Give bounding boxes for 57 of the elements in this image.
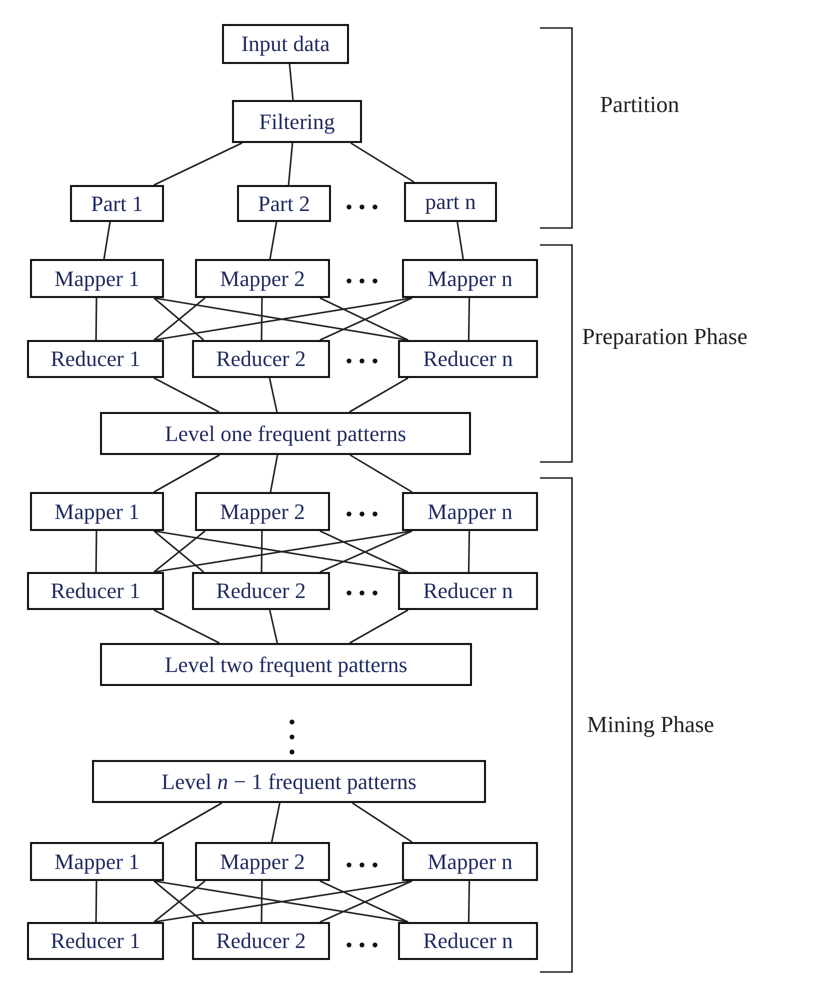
process-box: Mapper n bbox=[402, 259, 538, 298]
connector-line bbox=[154, 377, 220, 413]
process-box: Part 1 bbox=[70, 185, 164, 222]
process-box: Mapper 2 bbox=[195, 259, 330, 298]
connector-line bbox=[103, 222, 111, 260]
process-box: Reducer 1 bbox=[27, 572, 164, 610]
connector-line bbox=[350, 454, 412, 493]
connector-line bbox=[154, 454, 220, 493]
connector-line bbox=[260, 531, 263, 572]
phase-label: Mining Phase bbox=[587, 712, 714, 738]
process-box: Level n − 1 frequent patterns bbox=[92, 760, 486, 803]
process-box: Reducer n bbox=[398, 922, 538, 960]
connector-line bbox=[270, 454, 278, 492]
connector-line bbox=[260, 881, 263, 922]
process-box: Reducer n bbox=[398, 572, 538, 610]
phase-label: Partition bbox=[600, 92, 680, 118]
connector-line bbox=[468, 298, 470, 340]
connector-line bbox=[154, 802, 222, 843]
process-box: Part 2 bbox=[237, 185, 331, 222]
process-box: Mapper 1 bbox=[30, 842, 164, 881]
process-box: Mapper 1 bbox=[30, 259, 164, 298]
connector-line bbox=[288, 142, 294, 186]
process-box: part n bbox=[404, 182, 497, 222]
process-box: Level two frequent patterns bbox=[100, 643, 472, 686]
connector-line bbox=[349, 609, 408, 644]
connector-line bbox=[271, 802, 280, 842]
connector-line bbox=[154, 609, 220, 644]
process-box: Mapper n bbox=[402, 842, 538, 881]
process-box: Mapper n bbox=[402, 492, 538, 531]
connector-line bbox=[468, 880, 470, 922]
process-box: Reducer 2 bbox=[192, 340, 330, 378]
process-box: Mapper 2 bbox=[195, 492, 330, 531]
process-box: Mapper 2 bbox=[195, 842, 330, 881]
process-box: Input data bbox=[222, 24, 349, 64]
connector-line bbox=[260, 298, 263, 340]
process-box: Mapper 1 bbox=[30, 492, 164, 531]
connector-line bbox=[288, 64, 294, 100]
connector-line bbox=[268, 378, 278, 412]
connector-line bbox=[456, 222, 464, 260]
connector-line bbox=[468, 530, 470, 572]
process-box: Level one frequent patterns bbox=[100, 412, 471, 455]
connector-line bbox=[95, 298, 98, 340]
connector-line bbox=[154, 142, 242, 186]
connector-line bbox=[350, 142, 414, 183]
connector-line bbox=[352, 802, 412, 843]
process-box: Reducer n bbox=[398, 340, 538, 378]
process-box: Reducer 2 bbox=[192, 922, 330, 960]
process-box: Reducer 2 bbox=[192, 572, 330, 610]
connector-line bbox=[269, 222, 278, 260]
process-box: Reducer 1 bbox=[27, 340, 164, 378]
connector-line bbox=[95, 881, 98, 922]
phase-label: Preparation Phase bbox=[582, 324, 748, 350]
connector-line bbox=[268, 610, 278, 644]
connector-line bbox=[348, 377, 408, 413]
process-box: Reducer 1 bbox=[27, 922, 164, 960]
process-box: Filtering bbox=[232, 100, 362, 143]
connector-line bbox=[95, 531, 98, 572]
